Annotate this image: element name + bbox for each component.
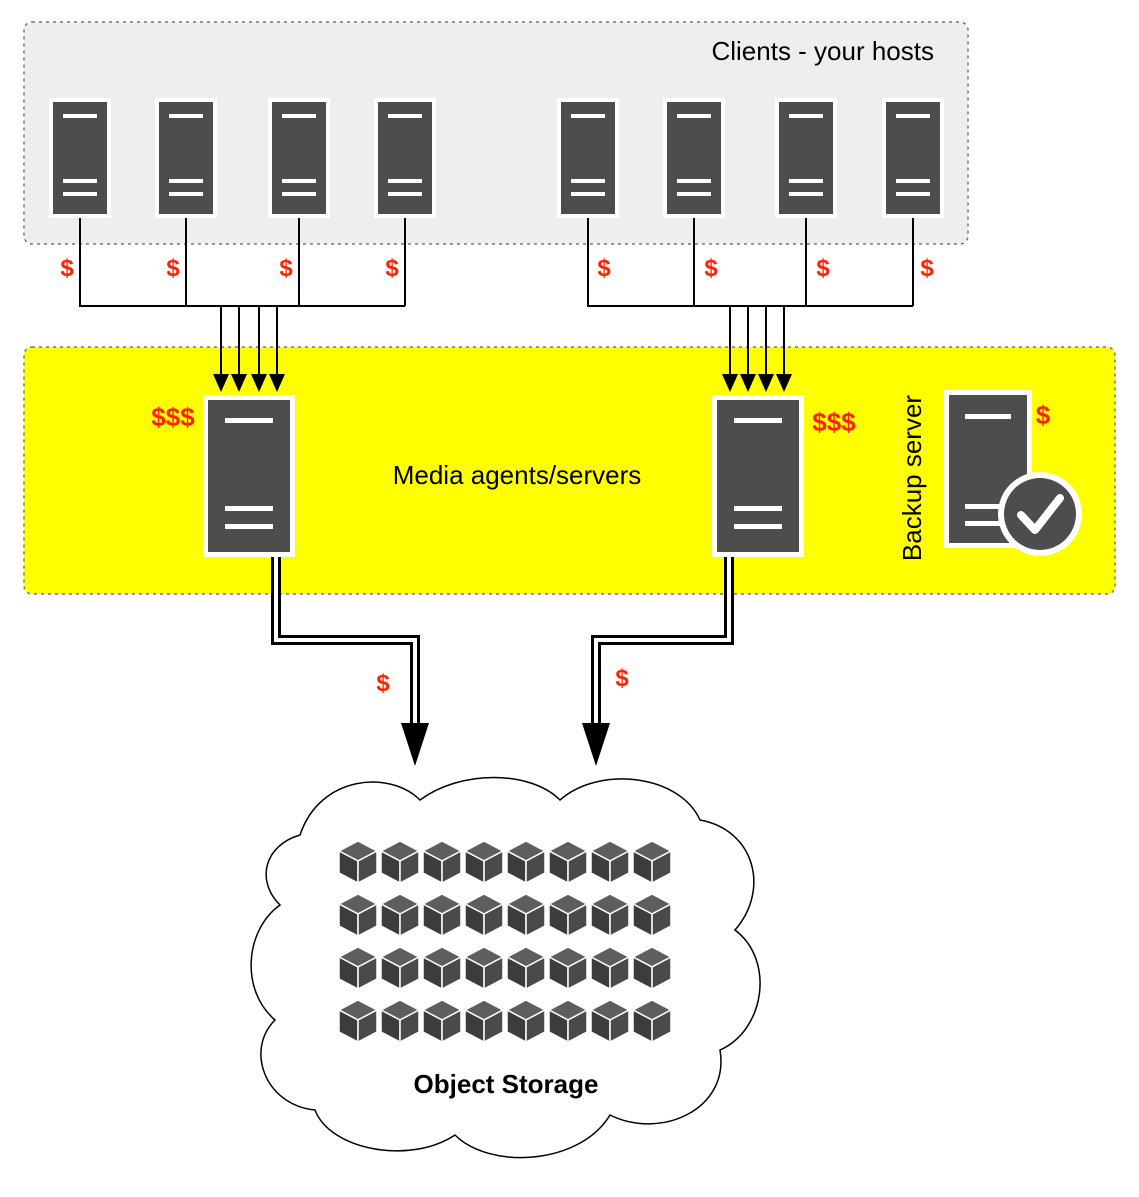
- storage-object-cube-icon: [506, 999, 546, 1043]
- storage-object-cube-icon: [464, 946, 504, 990]
- storage-object-cube-icon: [632, 840, 672, 884]
- storage-object-cube-icon: [464, 840, 504, 884]
- storage-object-cube-icon: [632, 946, 672, 990]
- client-server-2: [155, 98, 217, 218]
- client-server-5: [557, 98, 619, 218]
- storage-object-cube-icon: [506, 893, 546, 937]
- backup-server-cost: $: [1036, 400, 1051, 430]
- storage-object-cube-icon: [338, 946, 378, 990]
- storage-object-cube-icon: [464, 999, 504, 1043]
- storage-link-cost-2: $: [615, 665, 629, 692]
- cost-label: $: [920, 255, 934, 282]
- media-agents-label: Media agents/servers: [393, 460, 642, 490]
- clients-zone-label: Clients - your hosts: [711, 36, 934, 66]
- storage-object-cube-icon: [548, 946, 588, 990]
- storage-object-cube-icon: [548, 999, 588, 1043]
- cost-label: $: [385, 255, 399, 282]
- media-agent-server-2: [712, 395, 804, 557]
- client-link-arrows-left: [213, 374, 285, 392]
- storage-object-cube-icon: [422, 946, 462, 990]
- storage-object-cube-icon: [548, 893, 588, 937]
- storage-object-cube-icon: [548, 840, 588, 884]
- media-agent-cost-1: $$$: [151, 402, 195, 432]
- storage-object-cube-icon: [422, 893, 462, 937]
- storage-object-cube-icon: [380, 893, 420, 937]
- client-server-8: [882, 98, 944, 218]
- clients-zone: [23, 21, 969, 245]
- checkmark-icon: [998, 472, 1082, 556]
- cost-label: $: [60, 255, 74, 282]
- storage-object-cube-icon: [338, 999, 378, 1043]
- media-agents-zone: [23, 346, 1116, 595]
- client-links-left: [79, 214, 406, 378]
- storage-object-cube-icon: [422, 999, 462, 1043]
- media-agent-server-1: [203, 395, 295, 557]
- storage-object-cube-icon: [464, 893, 504, 937]
- storage-object-cube-icon: [422, 840, 462, 884]
- cost-label: $: [166, 255, 180, 282]
- client-links-right: [587, 214, 914, 378]
- client-link-costs: $ $ $ $ $ $ $ $: [60, 255, 934, 282]
- storage-object-cube-icon: [590, 999, 630, 1043]
- client-server-7: [775, 98, 837, 218]
- media-agent-cost-2: $$$: [812, 407, 856, 437]
- storage-object-cube-icon: [590, 946, 630, 990]
- storage-object-cube-icon: [380, 840, 420, 884]
- storage-object-cube-icon: [590, 840, 630, 884]
- storage-object-cube-icon: [632, 893, 672, 937]
- cloud-shape: [250, 776, 761, 1159]
- client-link-arrows-right: [722, 374, 792, 392]
- cost-label: $: [816, 255, 830, 282]
- storage-object-cube-icon: [632, 999, 672, 1043]
- cost-label: $: [704, 255, 718, 282]
- cost-label: $: [279, 255, 293, 282]
- storage-object-cube-icon: [590, 893, 630, 937]
- backup-server-label: Backup server: [897, 395, 927, 562]
- storage-object-cube-icon: [506, 840, 546, 884]
- storage-object-cube-icon: [380, 946, 420, 990]
- storage-object-cube-icon: [380, 999, 420, 1043]
- backup-server: [944, 390, 1082, 556]
- client-server-3: [268, 98, 330, 218]
- client-server-4: [374, 98, 436, 218]
- object-storage-label: Object Storage: [414, 1069, 599, 1099]
- cost-label: $: [597, 255, 611, 282]
- client-server-1: [49, 98, 111, 218]
- client-server-6: [663, 98, 725, 218]
- storage-object-cube-icon: [338, 840, 378, 884]
- storage-link-left: [271, 557, 429, 766]
- storage-link-cost-1: $: [376, 670, 390, 697]
- storage-object-cube-icon: [338, 893, 378, 937]
- storage-link-right: [582, 557, 734, 766]
- storage-object-cube-icon: [506, 946, 546, 990]
